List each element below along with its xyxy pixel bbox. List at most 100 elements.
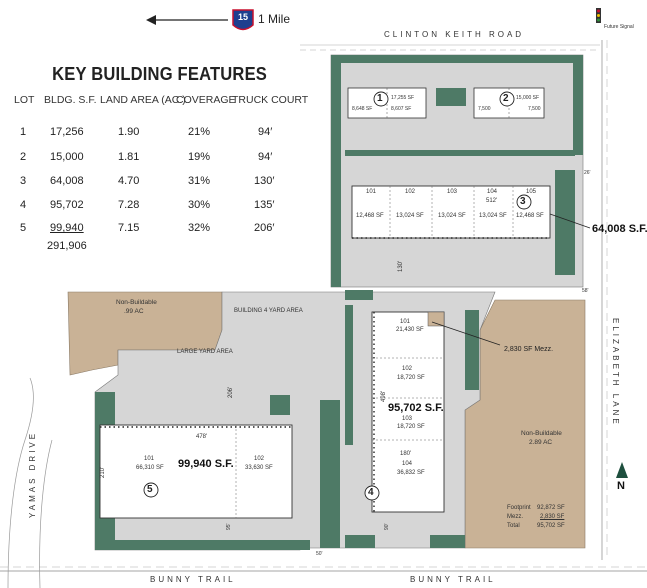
lot-1-right-sf: 8,607 SF	[391, 106, 412, 112]
row-1-lot: 1	[20, 126, 27, 138]
road-north: CLINTON KEITH ROAD	[384, 30, 525, 39]
lot-4-unit-101: 101	[400, 319, 411, 325]
lot-4-footprint-value: 92,872 SF	[537, 505, 565, 511]
row-4-area: 7.28	[118, 199, 140, 211]
lot-4-unit-104: 104	[402, 461, 413, 467]
lot-5-unit-101: 101	[144, 456, 155, 462]
row-4-truck: 135′	[254, 199, 275, 211]
row-5-sf: 99,940	[50, 222, 84, 234]
col-header-truck: TRUCK COURT	[232, 94, 309, 106]
lot-2-right-sf: 7,500	[528, 106, 541, 112]
lot-1-sf: 17,255 SF	[391, 95, 415, 101]
lot-5-depth: 210'	[100, 466, 106, 478]
lot-2-sf: 15,000 SF	[516, 95, 540, 101]
lot-3-unit-105-sf: 12,468 SF	[516, 213, 544, 219]
row-1-truck: 94′	[258, 126, 273, 138]
row-5-area: 7.15	[118, 222, 140, 234]
freeway-direction	[146, 9, 254, 31]
lot-2-number: 2	[503, 93, 509, 104]
lot-1-left-sf: 8,648 SF	[352, 106, 373, 112]
dim-east-setback: 58'	[582, 288, 589, 294]
col-header-coverage: COVERAGE	[176, 94, 236, 106]
lot-3-unit-101: 101	[366, 189, 377, 195]
building4-yard-label: BUILDING 4 YARD AREA	[234, 308, 303, 314]
row-3-coverage: 31%	[188, 175, 211, 187]
dim-north-setback: 26'	[584, 170, 591, 176]
dim-lot4-driveway: 90'	[384, 523, 390, 530]
large-yard-label: LARGE YARD AREA	[177, 349, 233, 355]
signal-icon	[596, 8, 601, 23]
row-3-sf: 64,008	[50, 175, 84, 187]
roads	[0, 40, 647, 588]
row-2-coverage: 19%	[188, 151, 211, 163]
lot-2-left-sf: 7,500	[478, 106, 491, 112]
lot-5-yard-depth: 206'	[228, 386, 234, 398]
freeway-distance: 1 Mile	[258, 12, 291, 26]
lot-3-unit-102-sf: 13,024 SF	[396, 213, 424, 219]
signal-label: Future Signal	[604, 24, 634, 30]
row-1-area: 1.90	[118, 126, 140, 138]
row-4-coverage: 30%	[188, 199, 211, 211]
col-header-area: LAND AREA (AC.)	[100, 94, 186, 106]
row-2-area: 1.81	[118, 151, 140, 163]
lot-5-width: 478'	[196, 434, 208, 440]
freeway-shield-number: 15	[237, 12, 248, 22]
lot-5-number: 5	[147, 484, 153, 495]
nonbuild-east-size: 2.89 AC	[529, 439, 553, 446]
nonbuild-west-size: .99 AC	[124, 308, 144, 315]
lot-4-unit-102-sf: 18,720 SF	[397, 375, 425, 381]
lot-4-width: 180'	[400, 451, 412, 457]
row-4-lot: 4	[20, 199, 27, 211]
lot-4-unit-103: 103	[402, 416, 413, 422]
lot-4-footprint-label: Footprint	[507, 505, 531, 511]
lot-4-depth: 498'	[381, 390, 387, 402]
north-arrow-icon	[616, 462, 628, 478]
row-2-truck: 94′	[258, 151, 273, 163]
row-5-coverage: 32%	[188, 222, 211, 234]
lot-number-markers	[143, 91, 532, 501]
lot-4-unit-102: 102	[402, 366, 413, 372]
row-1-coverage: 21%	[188, 126, 211, 138]
lot-3-unit-104: 104	[487, 189, 498, 195]
lot-4-unit-104-sf: 36,832 SF	[397, 470, 425, 476]
lot-4-mezz-label: Mezz.	[507, 514, 524, 520]
dim-lot5-driveway: 95'	[226, 523, 232, 530]
road-east: ELIZABETH LANE	[611, 318, 620, 427]
row-4-sf: 95,702	[50, 199, 84, 211]
lot-3-unit-101-sf: 12,468 SF	[356, 213, 384, 219]
lot-4-total-sf: 95,702 S.F.	[388, 402, 444, 414]
lot-3-number: 3	[520, 196, 526, 207]
col-header-lot: LOT	[14, 94, 35, 106]
lot-3-total-sf: 64,008 S.F.	[592, 223, 647, 235]
lot-4-mezz-value: 2,830 SF	[540, 514, 565, 520]
total-sf: 291,906	[47, 240, 87, 252]
lot-4-total-value: 95,702 SF	[537, 523, 565, 529]
lot-4-total-label: Total	[507, 523, 520, 529]
row-3-truck: 130′	[254, 175, 275, 187]
lot-3-unit-105: 105	[526, 189, 537, 195]
nonbuild-east-title: Non-Buildable	[521, 430, 562, 437]
lot-5-unit-102-sf: 33,630 SF	[245, 465, 273, 471]
lot-4-number: 4	[368, 487, 374, 498]
lot-5-unit-101-sf: 66,310 SF	[136, 465, 164, 471]
row-3-lot: 3	[20, 175, 27, 187]
row-5-truck: 206′	[254, 222, 275, 234]
nonbuild-west-title: Non-Buildable	[116, 299, 157, 306]
road-west: YAMAS DRIVE	[28, 430, 37, 518]
building-lot-3	[351, 185, 551, 239]
row-2-lot: 2	[20, 151, 27, 163]
row-3-area: 4.70	[118, 175, 140, 187]
lot-3-width: 512'	[486, 198, 498, 204]
north-label: N	[617, 480, 625, 492]
lot-4-unit-103-sf: 18,720 SF	[397, 424, 425, 430]
features-title: KEY BUILDING FEATURES	[52, 64, 268, 84]
building-lot-5	[99, 424, 293, 519]
lot-3-unit-103: 103	[447, 189, 458, 195]
lot-4-unit-101-sf: 21,430 SF	[396, 327, 424, 333]
lot-3-unit-102: 102	[405, 189, 416, 195]
row-2-sf: 15,000	[50, 151, 84, 163]
row-1-sf: 17,256	[50, 126, 84, 138]
lot-3-truck-depth: 130'	[398, 260, 404, 272]
lot-5-unit-102: 102	[254, 456, 265, 462]
